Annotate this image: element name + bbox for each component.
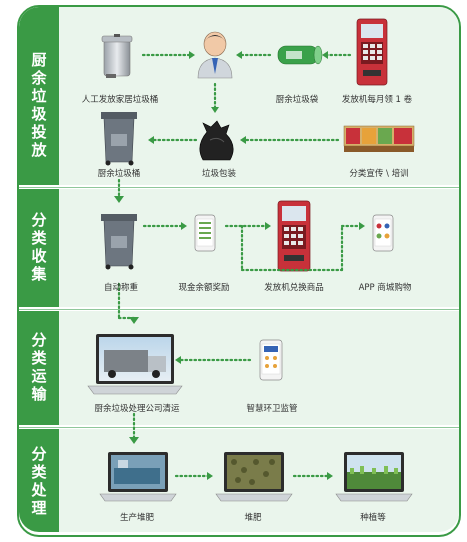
- section-title: 分类处理: [31, 445, 47, 517]
- label-planting: 种植等: [360, 513, 386, 523]
- section-label-1: 厨余垃圾投放: [19, 7, 59, 185]
- label-dispenser-redeem: 发放机兑换商品: [264, 283, 324, 293]
- section-label-4: 分类处理: [19, 429, 59, 532]
- person-icon: [197, 31, 233, 79]
- label-trash-bag: 垃圾包装: [201, 169, 236, 179]
- section-divider: [19, 309, 459, 310]
- section-label-3: 分类运输: [19, 311, 59, 425]
- flow-arrows: [117, 53, 362, 478]
- section-label-2: 分类收集: [19, 189, 59, 307]
- compost-laptop-icon: [215, 452, 293, 502]
- label-compost: 堆肥: [244, 513, 262, 523]
- section-title: 厨余垃圾投放: [31, 51, 47, 159]
- planting-laptop-icon: [335, 452, 413, 502]
- arrowheads: [114, 51, 365, 480]
- app-phone-icon: [372, 214, 394, 252]
- section-title: 分类运输: [31, 331, 47, 403]
- dispenser-machine-icon: [277, 200, 311, 272]
- section-divider: [19, 427, 459, 428]
- section-divider: [19, 187, 459, 188]
- label-dispenser-coupon: 发放机每月领 1 卷: [341, 95, 413, 105]
- label-cash-reward: 现金余额奖励: [178, 283, 230, 293]
- pedal-bin-icon: [101, 34, 133, 78]
- label-production-fertilizer: 生产堆肥: [119, 513, 154, 523]
- kitchen-bin-icon: [101, 112, 137, 166]
- band-section-3: [19, 311, 459, 425]
- garbage-truck-laptop-icon: [87, 334, 183, 395]
- label-promo: 分类宣传 \ 培训: [349, 169, 409, 179]
- label-kitchen-bag: 厨余垃圾袋: [275, 95, 319, 105]
- trash-bag-icon: [199, 120, 234, 161]
- section-title: 分类收集: [31, 211, 47, 283]
- label-company-transport: 厨余垃圾处理公司清运: [94, 404, 180, 414]
- promo-poster-icon: [343, 125, 415, 152]
- factory-laptop-icon: [99, 452, 177, 502]
- label-home-bin: 人工发放家居垃圾桶: [81, 95, 159, 105]
- monitoring-phone-icon: [259, 339, 283, 381]
- dispenser-machine-icon: [356, 18, 388, 86]
- label-kitchen-bin: 厨余垃圾桶: [97, 169, 141, 179]
- label-auto-weigh: 自动称重: [103, 283, 138, 293]
- smartphone-icon: [194, 214, 216, 252]
- label-smart-monitor: 智慧环卫监管: [246, 404, 298, 414]
- weighing-bin-icon: [101, 214, 137, 270]
- label-app-mall: APP 商城购物: [358, 283, 412, 293]
- bag-roll-icon: [277, 45, 323, 65]
